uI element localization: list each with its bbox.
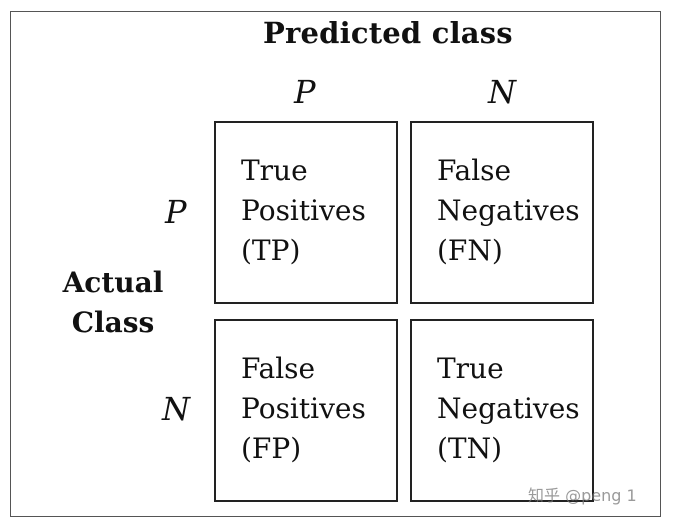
true-positives-cell: True Positives (TP): [214, 121, 398, 304]
watermark: 知乎 @peng 1: [528, 486, 637, 505]
cell-line: (FP): [241, 432, 302, 465]
false-positives-cell: False Positives (FP): [214, 319, 398, 502]
cell-line: Positives: [241, 194, 366, 227]
predicted-class-title: Predicted class: [263, 16, 513, 50]
actual-class-line-2: Class: [71, 306, 155, 339]
true-negatives-text: True Negatives (TN): [437, 349, 580, 469]
actual-class-label: Actual Class: [58, 263, 168, 343]
predicted-positive-label: P: [294, 73, 316, 111]
cell-line: False: [241, 352, 316, 385]
cell-line: Negatives: [437, 194, 580, 227]
cell-line: (FN): [437, 234, 503, 267]
cell-line: (TN): [437, 432, 503, 465]
cell-line: True: [437, 352, 504, 385]
false-positives-text: False Positives (FP): [241, 349, 366, 469]
cell-line: Positives: [241, 392, 366, 425]
true-positives-text: True Positives (TP): [241, 151, 366, 271]
actual-positive-label: P: [165, 193, 187, 231]
cell-line: (TP): [241, 234, 301, 267]
true-negatives-cell: True Negatives (TN): [410, 319, 594, 502]
cell-line: False: [437, 154, 512, 187]
false-negatives-text: False Negatives (FN): [437, 151, 580, 271]
predicted-negative-label: N: [488, 73, 516, 111]
actual-negative-label: N: [162, 390, 190, 428]
cell-line: Negatives: [437, 392, 580, 425]
cell-line: True: [241, 154, 308, 187]
false-negatives-cell: False Negatives (FN): [410, 121, 594, 304]
actual-class-line-1: Actual: [62, 266, 164, 299]
